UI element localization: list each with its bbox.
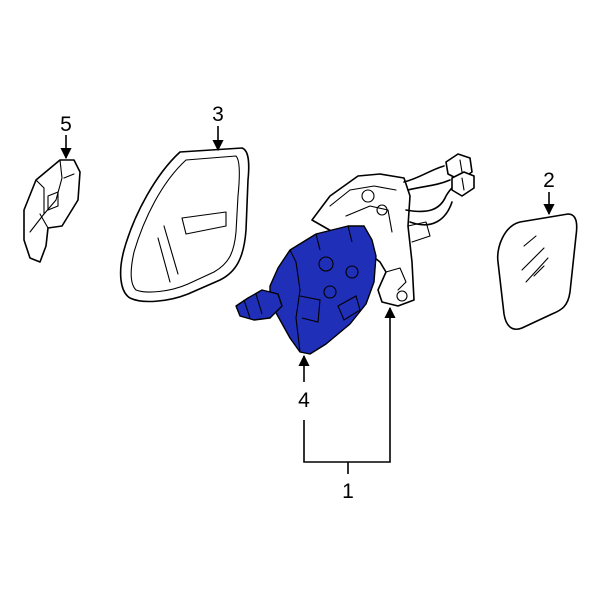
part-4-motor-assembly[interactable] — [235, 225, 377, 355]
callout-1: 1 — [342, 480, 354, 503]
wire-harness — [403, 153, 475, 226]
callout-5: 5 — [60, 113, 72, 136]
callout-3: 3 — [212, 103, 224, 126]
part-3-housing-cover[interactable] — [119, 147, 250, 303]
callout-4: 4 — [298, 389, 310, 412]
callout-2: 2 — [543, 169, 555, 192]
part-5-cover-cap[interactable] — [23, 159, 81, 263]
part-2-mirror-glass[interactable] — [496, 213, 578, 330]
leader-lines — [60, 126, 555, 474]
